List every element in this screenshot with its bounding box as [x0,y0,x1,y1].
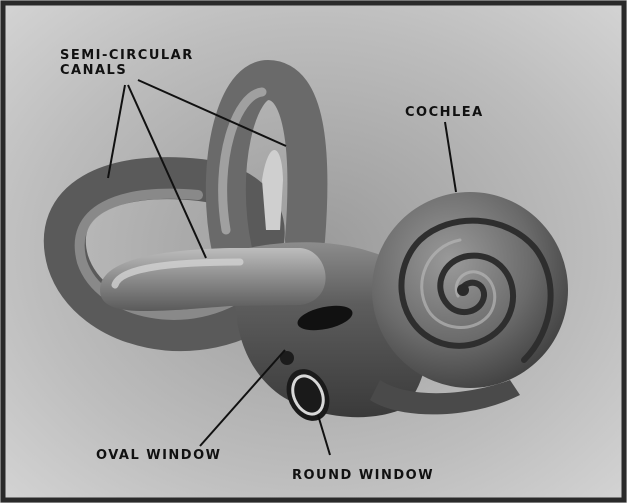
round-window-label: ROUND WINDOW [292,468,434,483]
semicircular-canals-label: SEMI-CIRCULAR CANALS [60,48,194,78]
oval-window-label: OVAL WINDOW [96,448,222,463]
cochlea-apex [457,284,469,296]
semicircular-label-line-2: CANALS [60,63,194,78]
semicircular-label-line-1: SEMI-CIRCULAR [60,48,194,63]
cochlea-label: COCHLEA [405,105,484,120]
